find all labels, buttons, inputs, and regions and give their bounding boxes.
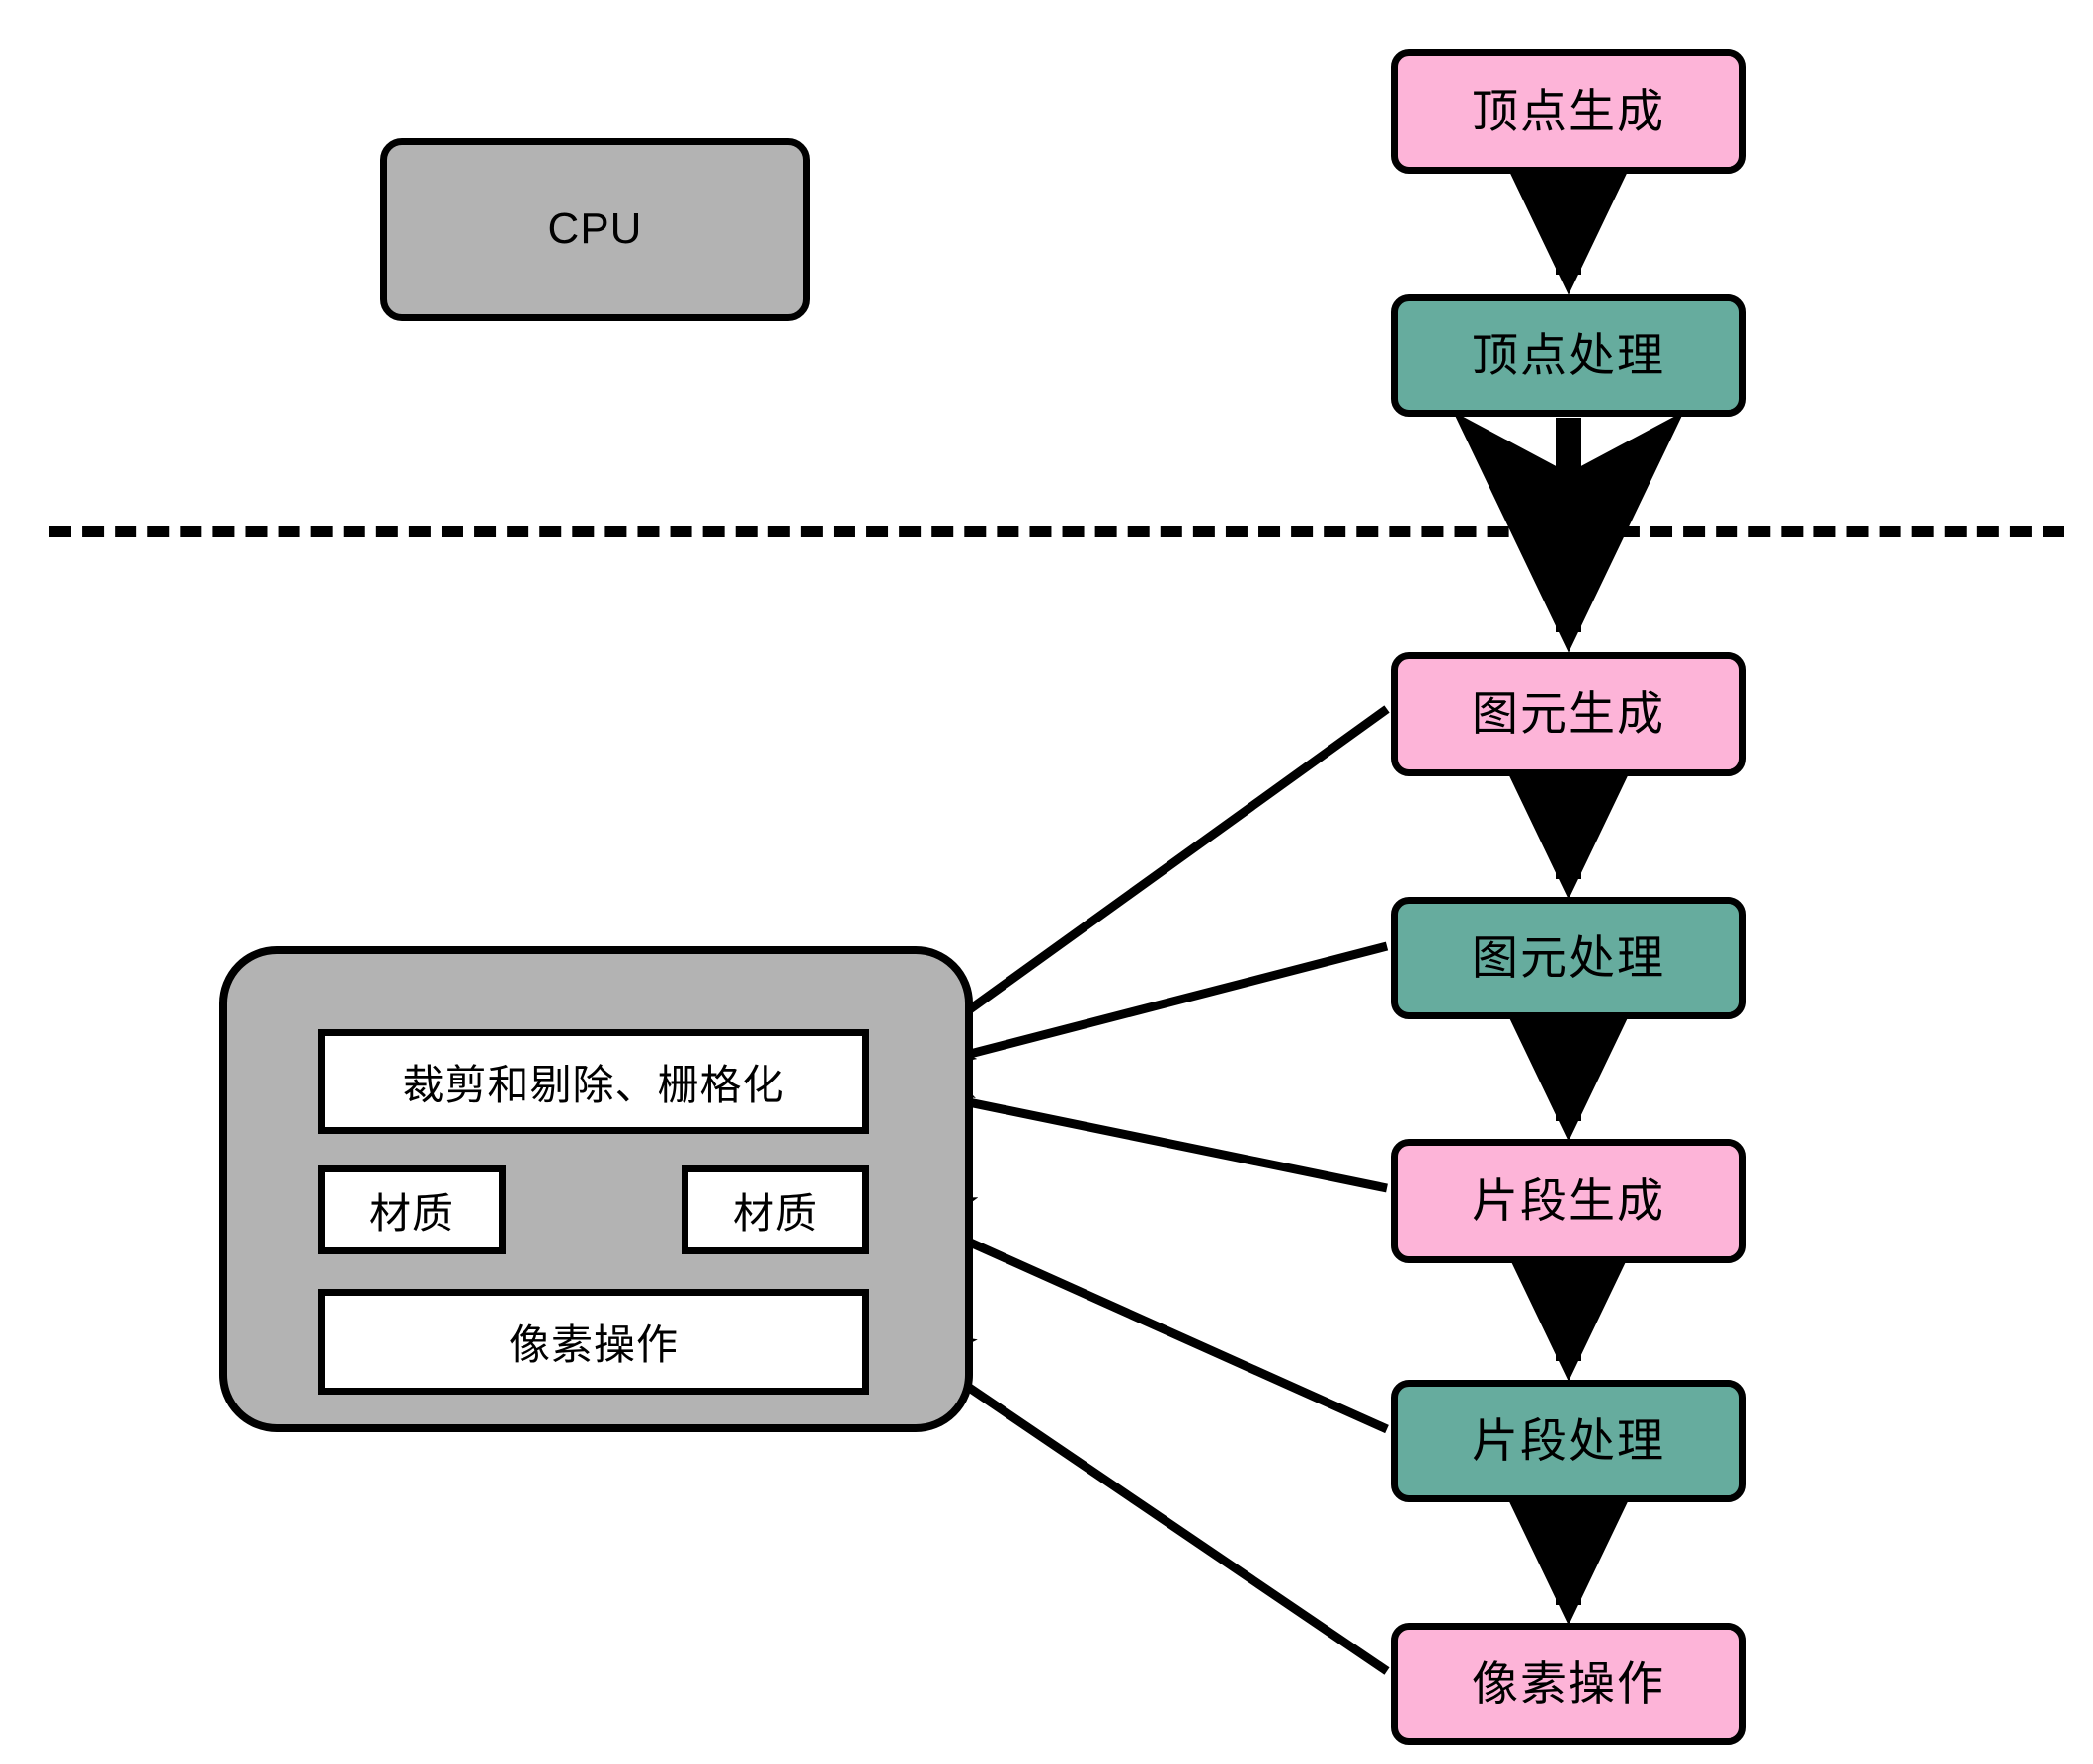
pipeline-node-fragment-processing[interactable]: 片段处理 xyxy=(1391,1380,1746,1502)
pipeline-node-pixel-operations[interactable]: 像素操作 xyxy=(1391,1623,1746,1745)
pipeline-node-label: 片段处理 xyxy=(1472,1414,1665,1468)
pipeline-node-vertex-processing[interactable]: 顶点处理 xyxy=(1391,294,1746,417)
gpu-stage-material-right[interactable]: 材质 xyxy=(682,1165,869,1254)
gpu-stage-clip-cull-rasterize[interactable]: 裁剪和剔除、栅格化 xyxy=(318,1029,869,1134)
pipeline-node-primitive-processing[interactable]: 图元处理 xyxy=(1391,897,1746,1019)
cpu-box[interactable]: CPU xyxy=(380,138,810,321)
gpu-stage-label: 裁剪和剔除、栅格化 xyxy=(402,1061,785,1108)
pipeline-node-vertex-generation[interactable]: 顶点生成 xyxy=(1391,49,1746,174)
gpu-stage-pixel-operations[interactable]: 像素操作 xyxy=(318,1289,869,1395)
gpu-stage-label: 材质 xyxy=(368,1189,454,1237)
cpu-gpu-divider xyxy=(49,526,2064,537)
pipeline-node-primitive-generation[interactable]: 图元生成 xyxy=(1391,652,1746,776)
pipeline-node-label: 图元处理 xyxy=(1472,931,1665,985)
pipeline-node-label: 片段生成 xyxy=(1472,1174,1665,1228)
pipeline-node-fragment-generation[interactable]: 片段生成 xyxy=(1391,1139,1746,1263)
cpu-label: CPU xyxy=(547,204,643,254)
gpu-stage-material-left[interactable]: 材质 xyxy=(318,1165,506,1254)
pipeline-node-label: 顶点处理 xyxy=(1472,329,1665,382)
pipeline-node-label: 图元生成 xyxy=(1472,687,1665,741)
gpu-stage-label: 材质 xyxy=(732,1189,818,1237)
pipeline-node-label: 顶点生成 xyxy=(1472,85,1665,138)
gpu-stage-label: 像素操作 xyxy=(508,1322,679,1368)
pipeline-node-label: 像素操作 xyxy=(1472,1657,1665,1711)
